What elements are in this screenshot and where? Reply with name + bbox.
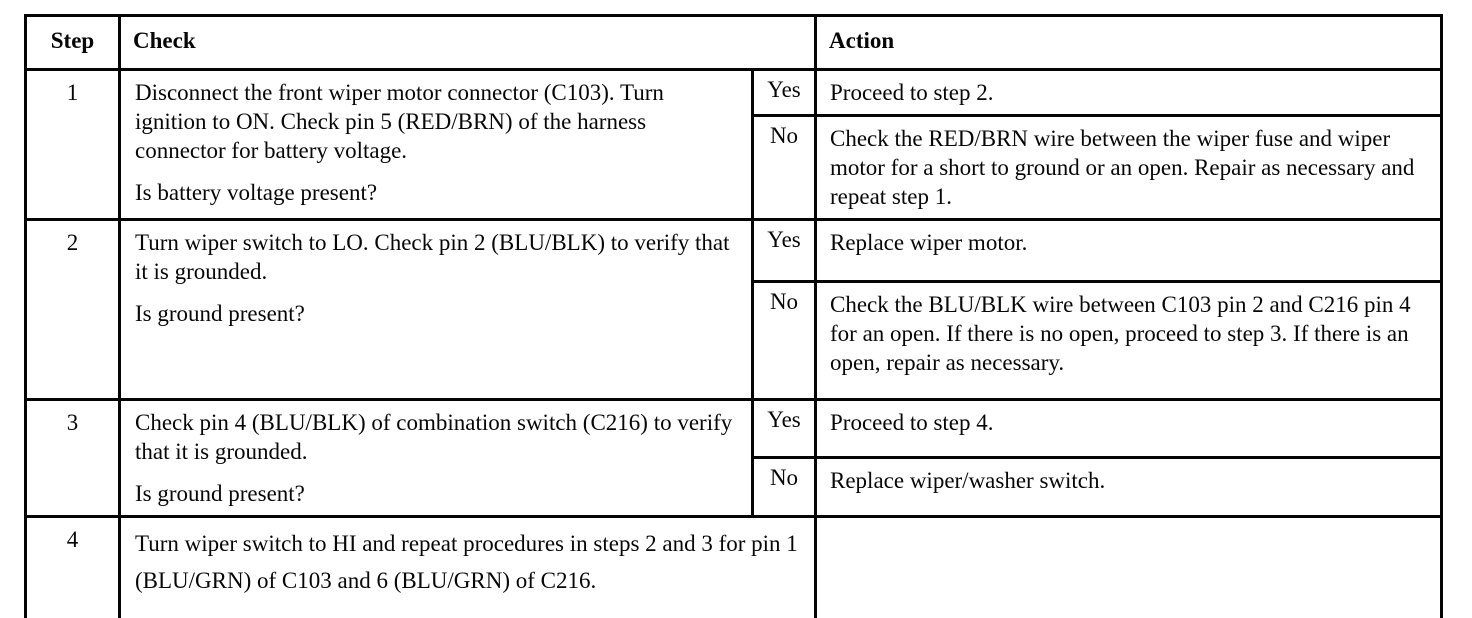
check-text: Check pin 4 (BLU/BLK) of combination swi…	[135, 409, 733, 464]
table-row-step3-no: No Replace wiper/washer switch.	[26, 455, 1443, 518]
column-header-check: Check	[118, 14, 817, 71]
check-text: Turn wiper switch to LO. Check pin 2 (BL…	[135, 229, 730, 284]
check-cell: Turn wiper switch to LO. Check pin 2 (BL…	[118, 217, 754, 401]
empty-action-cell	[814, 514, 1443, 618]
yes-action-cell: Proceed to step 4.	[814, 397, 1443, 459]
check-question: Is battery voltage present?	[135, 179, 378, 205]
no-action-cell: Check the RED/BRN wire between the wiper…	[814, 113, 1443, 221]
table-row-step2: 2 Turn wiper switch to LO. Check pin 2 (…	[24, 217, 1443, 401]
check-cell: Turn wiper switch to HI and repeat proce…	[118, 514, 817, 618]
step-number-cell: 1	[24, 68, 121, 221]
table-row-step1-no: No Check the RED/BRN wire between the wi…	[26, 113, 1443, 221]
yes-action-cell: Replace wiper motor.	[814, 217, 1443, 283]
no-action-cell: Check the BLU/BLK wire between C103 pin …	[814, 279, 1443, 401]
table-row-step2-no: No Check the BLU/BLK wire between C103 p…	[26, 279, 1443, 401]
check-question: Is ground present?	[135, 300, 305, 326]
yes-action-cell: Proceed to step 2.	[814, 68, 1443, 117]
table-row-step1: 1 Disconnect the front wiper motor conne…	[24, 68, 1443, 221]
table-row-step3: 3 Check pin 4 (BLU/BLK) of combination s…	[24, 397, 1443, 518]
no-action-cell: Replace wiper/washer switch.	[814, 455, 1443, 518]
step-number-cell: 4	[24, 514, 121, 618]
step-number-cell: 3	[24, 397, 121, 518]
yes-label-cell: Yes	[751, 68, 817, 117]
step-number-cell: 2	[24, 217, 121, 401]
column-header-action: Action	[814, 14, 1443, 71]
no-label-cell: No	[751, 455, 817, 518]
troubleshooting-table: Step Check Action 1 Disconnect the front…	[24, 14, 1443, 618]
header-row: Step Check Action	[24, 14, 1443, 71]
check-cell: Disconnect the front wiper motor connect…	[118, 68, 754, 221]
check-cell: Check pin 4 (BLU/BLK) of combination swi…	[118, 397, 754, 518]
no-label-cell: No	[751, 113, 817, 221]
column-header-step: Step	[24, 14, 121, 71]
check-text: Turn wiper switch to HI and repeat proce…	[135, 530, 798, 593]
no-label-cell: No	[751, 279, 817, 401]
yes-label-cell: Yes	[751, 217, 817, 283]
check-text: Disconnect the front wiper motor connect…	[135, 80, 664, 163]
yes-label-cell: Yes	[751, 397, 817, 459]
check-question: Is ground present?	[135, 480, 305, 506]
table-row-step4: 4 Turn wiper switch to HI and repeat pro…	[24, 514, 1443, 618]
